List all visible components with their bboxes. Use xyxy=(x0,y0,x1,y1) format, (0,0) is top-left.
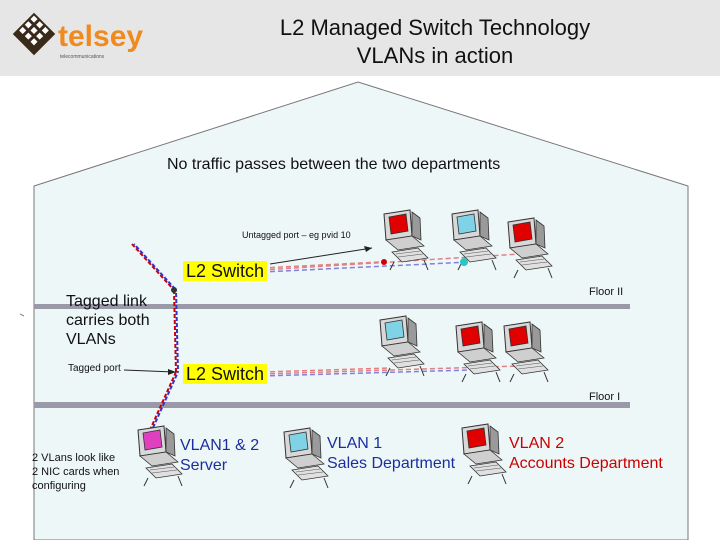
legend-vlan2-line-2: Accounts Department xyxy=(509,455,663,472)
tagged-link-line-1: Tagged link xyxy=(66,293,147,310)
roof-caption: No traffic passes between the two depart… xyxy=(167,156,501,173)
switch-upper: L2 Switch xyxy=(183,261,268,281)
logo-mark-icon xyxy=(12,12,56,56)
legend-vlan1-line-2: Sales Department xyxy=(327,455,456,472)
tagged-link-line-3: VLANs xyxy=(66,331,116,348)
legend-server-line-1: VLAN1 & 2 xyxy=(180,437,260,454)
nic-note-line-1: 2 VLans look like xyxy=(32,452,116,464)
nic-note: 2 VLans look like 2 NIC cards when confi… xyxy=(32,451,119,493)
house-outline xyxy=(33,81,689,540)
legend-vlan2: VLAN 2 Accounts Department xyxy=(509,434,663,474)
nic-note-line-2: 2 NIC cards when xyxy=(32,466,120,478)
tagged-link-line-2: carries both xyxy=(66,312,150,329)
floor-1-label: Floor I xyxy=(589,391,621,403)
nic-note-line-3: configuring xyxy=(32,480,86,492)
floor-2-slab-right xyxy=(624,304,630,309)
tagged-trunk xyxy=(131,243,179,431)
floor-2-slab xyxy=(34,304,630,309)
telsey-logo: telsey telecommunications xyxy=(12,12,143,60)
legend-vlan1: VLAN 1 Sales Department xyxy=(327,434,455,474)
floor-1-slab xyxy=(34,402,630,408)
switch-lower: L2 Switch xyxy=(183,364,268,384)
floor-2-label: Floor II xyxy=(589,286,624,298)
legend-vlan2-line-1: VLAN 2 xyxy=(509,435,565,452)
page-title: L2 Managed Switch Technology VLANs in ac… xyxy=(200,14,670,70)
logo-wordmark: telsey xyxy=(58,20,143,53)
untagged-port-label: Untagged port – eg pvid 10 xyxy=(242,230,351,240)
legend-server-line-2: Server xyxy=(180,457,228,474)
header-band xyxy=(0,0,720,76)
tagged-link-label: Tagged link carries both VLANs xyxy=(66,292,150,349)
logo-tagline: telecommunications xyxy=(60,54,105,60)
title-line-1: L2 Managed Switch Technology xyxy=(279,15,591,40)
tagged-port-label: Tagged port xyxy=(68,363,121,374)
legend-vlan1-line-1: VLAN 1 xyxy=(327,435,383,452)
title-line-2: VLANs in action xyxy=(356,43,514,68)
legend-server: VLAN1 & 2 Server xyxy=(180,436,259,476)
